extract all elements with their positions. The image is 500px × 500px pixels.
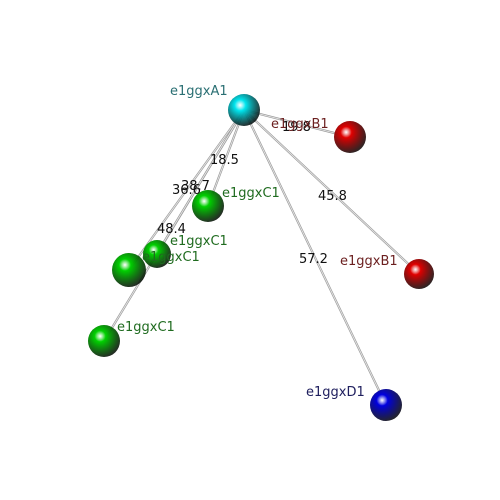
edge-highlight [103,109,245,342]
edge-distance-label: 48.4 [157,222,186,237]
node-sphere-B1a[interactable] [334,121,366,153]
node-sphere-C1c[interactable] [112,253,146,287]
node-sphere-C1a[interactable] [192,190,224,222]
node-label: e1ggxA1 [170,84,228,99]
edge-distance-label: 57.2 [299,252,328,267]
edge-highlight [243,109,420,275]
node-label: e1ggxC1 [117,320,175,335]
node-label: e1ggxB1 [271,117,329,132]
node-label: e1ggxC1 [170,234,228,249]
edge-distance-label: 36.6 [172,183,201,198]
node-sphere-A1[interactable] [228,94,260,126]
node-sphere-D1[interactable] [370,389,402,421]
edge-distance-label: 45.8 [318,189,347,204]
edge-highlight [243,109,387,406]
edge-highlight [207,109,245,207]
edge-distance-label: 18.5 [210,153,239,168]
node-label: e1ggxC1 [222,186,280,201]
edge-distance-label: 19.8 [282,120,311,135]
node-sphere-C1d[interactable] [88,325,120,357]
edge-distance-label: 38.7 [181,179,210,194]
node-sphere-B1b[interactable] [404,259,434,289]
node-sphere-C1b[interactable] [143,240,171,268]
node-label: e1ggxD1 [306,385,365,400]
edge-highlight [243,109,351,138]
node-label: e1ggxB1 [340,254,398,269]
node-label: e1ggxC1 [142,250,200,265]
